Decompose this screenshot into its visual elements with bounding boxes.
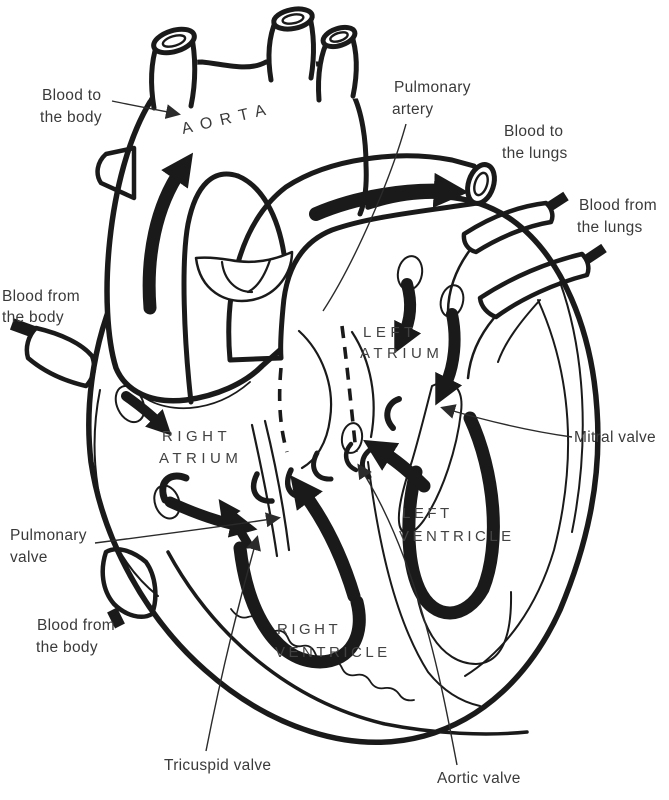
vena-cava-opening-oval <box>114 384 146 424</box>
flow-arrow-left-atrium-1 <box>394 278 422 354</box>
aortic-cusp-hook <box>343 441 359 473</box>
flow-arrow-left-atrium-2 <box>435 308 463 406</box>
vein-entry-line-1 <box>446 248 472 314</box>
pulmonary-artery-opening <box>465 162 497 206</box>
right-ventricle-label-line1: RIGHT <box>277 621 341 638</box>
aorta-vessel <box>95 6 369 405</box>
pulmonary-valve-label-line1: Pulmonary <box>10 527 87 544</box>
aortic-root-curve <box>350 330 375 439</box>
blood-from-lungs-label-line1: Blood from <box>579 197 657 214</box>
mitral-valve-label: Mitral valve <box>574 429 656 446</box>
mitral-valve-leader <box>440 404 573 438</box>
left-ventricle-label-line1: LEFT <box>402 505 453 522</box>
text-labels: Blood to the body AORTA Pulmonary artery… <box>2 79 657 787</box>
flow-loop-right-ventricle <box>233 541 366 669</box>
pulmonary-vein-upper-stub <box>546 191 569 212</box>
flow-arrow-tricuspid-small <box>218 499 253 549</box>
vena-cava-and-veins <box>9 191 607 629</box>
left-atrium-label-line2: ATRIUM <box>360 345 443 362</box>
pulmonary-valve-leader <box>94 512 281 544</box>
pulmonary-cusp-hook-2 <box>284 467 310 500</box>
right-atrium-label-line1: RIGHT <box>162 428 231 445</box>
blood-from-body-lower-label-line1: Blood from <box>37 617 115 634</box>
blood-to-body-leader <box>111 100 181 120</box>
atrial-wall-curve-2 <box>263 419 291 552</box>
tricuspid-valve-label: Tricuspid valve <box>164 757 271 774</box>
mitral-cusp-hook <box>384 396 402 431</box>
flow-arrow-to-aortic-valve <box>363 439 431 493</box>
pulmonary-vein-lower <box>477 251 591 320</box>
septum-line <box>367 461 481 707</box>
pulmonary-cusp-hook-1 <box>250 471 275 504</box>
pulmonary-vein-lower-stub <box>583 243 607 265</box>
pulmonary-vein-upper <box>461 200 555 255</box>
blood-to-body-label-line1: Blood to <box>42 87 101 104</box>
left-ventricle-wall-line <box>464 299 570 677</box>
ventricle-inner-wall <box>166 550 529 736</box>
aorta-fill <box>107 102 285 401</box>
valve-ring-oval <box>340 422 364 454</box>
pulmonary-artery-lumen <box>473 171 489 197</box>
right-atrium-label-line2: ATRIUM <box>159 450 242 467</box>
atrial-wall-curve-1 <box>250 423 279 558</box>
aorta-left-edge <box>104 99 283 404</box>
branch-tube-2-opening <box>271 6 315 32</box>
blood-from-body-upper-label-line1: Blood from <box>2 288 80 305</box>
pulmonary-artery-leader <box>322 123 407 312</box>
superior-vena-cava-stub <box>9 318 37 338</box>
blood-from-lungs-label-line2: the lungs <box>577 219 643 236</box>
blood-from-body-upper-label-line2: the body <box>2 309 64 326</box>
vein-entry-line-3 <box>497 299 541 363</box>
inferior-vena-cava <box>100 547 158 619</box>
left-ventricle-label-line2: VENTRICLE <box>399 528 515 545</box>
pulmonary-artery-label-line1: Pulmonary <box>394 79 471 96</box>
right-ventricle-label-line2: VENTRICLE <box>275 644 391 661</box>
vein-opening-oval-1 <box>396 255 424 291</box>
aortic-valve-leader <box>357 463 458 766</box>
tricuspid-cusp-hook <box>311 450 334 482</box>
inferior-vena-cava-stub <box>107 607 125 629</box>
branch-tube-3-lumen <box>329 31 349 43</box>
right-inner-wall <box>559 281 584 533</box>
branch-tube-2-lumen <box>281 13 305 25</box>
dashed-line-left <box>277 367 289 453</box>
superior-vena-cava <box>24 325 97 389</box>
pulmonary-valve-label-line2: valve <box>10 549 48 566</box>
left-atrium-label-line1: LEFT <box>363 324 418 341</box>
vein-entry-line-2 <box>466 316 496 380</box>
arch-side-stub <box>95 145 137 201</box>
aortic-valve-label: Aortic valve <box>437 770 521 787</box>
vein-opening-oval-2 <box>439 284 465 318</box>
flow-arrow-pulmonary-artery <box>309 172 469 221</box>
flow-arrow-aorta-up <box>142 152 194 315</box>
blood-to-lungs-label-line1: Blood to <box>504 123 563 140</box>
flow-loop-left-ventricle <box>402 411 500 620</box>
dashed-line-right <box>340 325 358 453</box>
pulmonary-artery-label-line2: artery <box>392 101 433 118</box>
tricuspid-valve-leader <box>205 535 261 752</box>
blood-flow-arrows <box>114 152 500 669</box>
leader-lines <box>94 100 573 766</box>
blood-from-body-lower-label-line2: the body <box>36 639 98 656</box>
flow-curl-right-atrium <box>159 472 190 504</box>
blood-to-body-label-line2: the body <box>40 109 102 126</box>
hidden-vessel-dashes <box>277 325 358 453</box>
aorta-inner-edge <box>181 171 241 405</box>
blood-to-lungs-label-line2: the lungs <box>502 145 568 162</box>
flow-arrow-to-pulmonary-valve <box>290 475 361 603</box>
pulmonary-artery-vessel <box>194 153 497 363</box>
heart-outline <box>86 193 601 745</box>
pulmonary-valve-seam-2 <box>246 258 272 294</box>
left-inner-wall <box>93 389 159 597</box>
branch-tube-1-lumen <box>161 34 187 48</box>
fossa-ovalis-oval <box>153 484 181 520</box>
